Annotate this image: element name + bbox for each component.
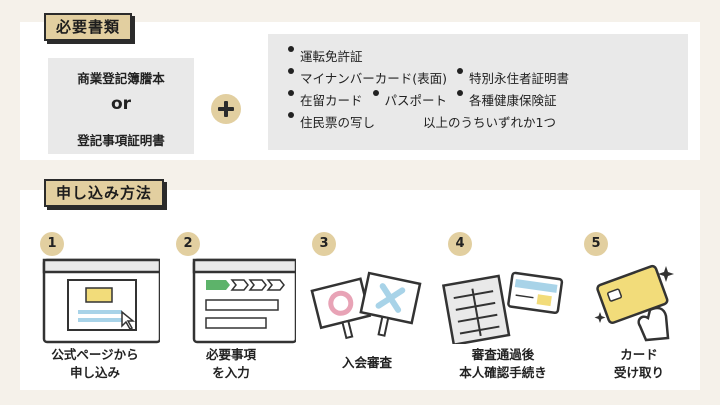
step-number: 3 — [312, 232, 336, 256]
step-membership-review: 3 入会審査 — [302, 232, 432, 382]
id-document-row: 住民票の写し 以上のうちいずれか1つ — [288, 112, 688, 134]
step-number: 5 — [584, 232, 608, 256]
required-documents-heading: 必要書類 — [44, 13, 133, 41]
step-caption: 公式ページから 申し込み — [51, 347, 139, 380]
bullet-icon — [288, 90, 294, 96]
step-caption: 入会審査 — [341, 355, 392, 370]
id-document-item: パスポート — [384, 93, 448, 108]
id-document-row: 在留カード パスポート 各種健康保険証 — [288, 90, 688, 112]
id-document-item: 在留カード — [300, 93, 363, 108]
document-and-id-card-icon — [441, 271, 564, 344]
step-number: 2 — [176, 232, 200, 256]
step-number: 4 — [448, 232, 472, 256]
bullet-icon — [372, 90, 379, 96]
id-document-item: 各種健康保険証 — [469, 93, 557, 108]
bullet-icon — [288, 68, 294, 74]
id-document-item: 住民票の写し — [300, 115, 376, 130]
id-document-row: マイナンバーカード(表面) 特別永住者証明書 — [288, 68, 688, 90]
hand-holding-card-icon — [594, 264, 674, 342]
step-apply-online: 1 公式ページから 申し込み — [30, 232, 160, 382]
registration-document-box: 商業登記簿謄本 or 登記事項証明書 — [48, 58, 194, 154]
bullet-icon — [457, 90, 464, 96]
input-form-icon — [192, 258, 296, 344]
step-caption: 必要事項 を入力 — [205, 347, 256, 380]
bullet-icon — [288, 46, 294, 52]
step-receive-card: 5 カード 受け取り — [574, 232, 704, 382]
step-caption: 審査通過後 本人確認手続き — [459, 347, 547, 380]
step-caption: カード 受け取り — [613, 347, 664, 380]
step-identity-verification: 4 審査通過後 本人確認手続き — [438, 232, 568, 382]
id-document-item: マイナンバーカード(表面) — [300, 71, 448, 86]
id-document-row: 運転免許証 — [288, 46, 688, 68]
registry-certificate-label: 登記事項証明書 — [77, 133, 165, 148]
id-document-item: 特別永住者証明書 — [469, 71, 570, 86]
step-number: 1 — [40, 232, 64, 256]
or-label: or — [110, 94, 132, 114]
browser-window-icon — [42, 258, 160, 344]
any-one-note: 以上のうちいずれか1つ — [423, 115, 556, 130]
bullet-icon — [457, 68, 464, 74]
application-method-heading: 申し込み方法 — [44, 179, 165, 207]
bullet-icon — [288, 112, 294, 118]
id-document-item: 運転免許証 — [300, 49, 363, 64]
identity-document-box: 運転免許証マイナンバーカード(表面) 特別永住者証明書在留カード パスポート 各種健康… — [268, 34, 688, 150]
step-enter-details: 2 必要事項 を入力 — [166, 232, 296, 382]
circle-cross-signs-icon — [310, 271, 422, 340]
commercial-registry-label: 商業登記簿謄本 — [77, 71, 165, 86]
plus-icon — [211, 94, 241, 124]
